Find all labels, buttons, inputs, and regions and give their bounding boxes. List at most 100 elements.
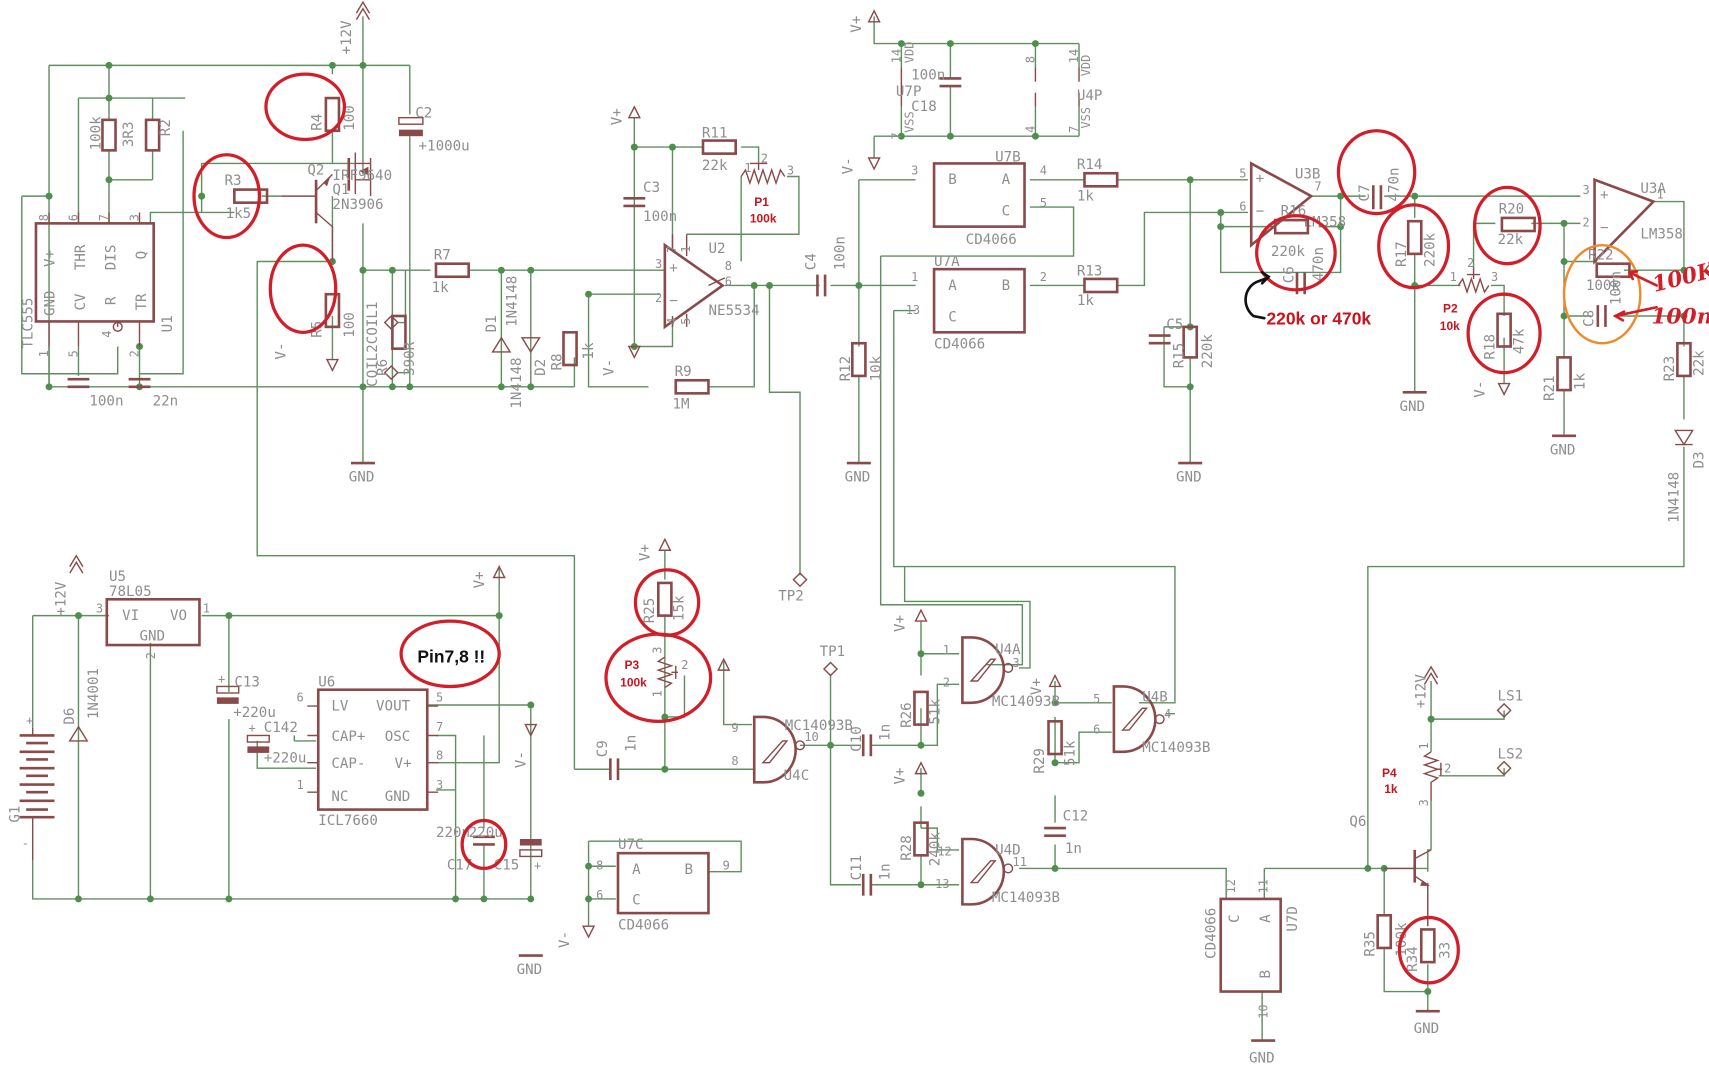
svg-text:1: 1 — [911, 270, 918, 284]
svg-text:VO: VO — [170, 608, 187, 624]
junction-dot — [388, 383, 396, 391]
svg-text:3: 3 — [127, 214, 141, 221]
svg-text:3: 3 — [1491, 270, 1498, 284]
svg-text:R26: R26 — [899, 702, 915, 728]
r18-resistor: R18 47k — [1482, 312, 1528, 360]
svg-text:GND: GND — [517, 962, 543, 978]
junction-dot — [105, 176, 113, 184]
junction-dot — [527, 701, 535, 709]
p12v-label: +12V — [1414, 674, 1430, 709]
svg-text:R21: R21 — [1542, 375, 1558, 401]
svg-text:V-: V- — [557, 931, 573, 948]
vplus-triangle-icon — [914, 608, 928, 622]
svg-text:3: 3 — [1013, 656, 1020, 670]
r34-highlight-ring — [1397, 915, 1460, 985]
r3-highlight-ring — [192, 153, 262, 240]
svg-text:R4: R4 — [310, 114, 326, 131]
tp1-testpoint[interactable]: TP1 — [820, 644, 846, 677]
u7b-switch: B A C 3 4 5 U7B CD4066 — [911, 149, 1047, 248]
junction-dot — [585, 862, 593, 870]
svg-text:1: 1 — [1657, 187, 1664, 201]
svg-text:2: 2 — [1467, 256, 1474, 270]
c2-capacitor: C2 +1000u — [398, 106, 470, 154]
svg-text:12: 12 — [1224, 879, 1238, 893]
junction-dot — [1560, 312, 1568, 320]
svg-text:9: 9 — [723, 859, 730, 873]
junction-dot — [388, 266, 396, 274]
svg-text:R20: R20 — [1499, 202, 1525, 218]
svg-text:7: 7 — [1314, 180, 1321, 194]
q2-mosfet: Q2 IRF9640 — [307, 152, 392, 197]
svg-text:10: 10 — [1257, 1004, 1271, 1018]
svg-text:C11: C11 — [849, 855, 865, 881]
svg-text:VSS: VSS — [1079, 107, 1093, 129]
u2-opamp: + − 3 2 7 1 8 6 4 5 U2 NE5534 — [655, 234, 760, 330]
u7a-switch: A B C 1 2 13 U7A CD4066 — [906, 254, 1047, 353]
svg-text:U4A: U4A — [995, 642, 1021, 658]
power-symbols: +12V +12V +12V V+ V+ V+ V+ V+ V+ V+ V- V… — [53, 0, 1577, 1066]
svg-text:V-: V- — [513, 751, 529, 768]
svg-text:THR: THR — [73, 244, 89, 270]
ls1-terminal[interactable]: LS1 — [1496, 689, 1524, 718]
svg-text:+: + — [534, 859, 541, 873]
svg-text:3: 3 — [1417, 799, 1431, 806]
svg-text:GND: GND — [385, 789, 411, 805]
svg-text:C: C — [948, 309, 957, 325]
junction-dot — [750, 281, 758, 289]
junction-dot — [225, 612, 233, 620]
junction-dot — [406, 383, 414, 391]
arrow-icon — [1244, 276, 1269, 320]
svg-text:R11: R11 — [702, 125, 728, 141]
svg-text:2: 2 — [681, 658, 688, 672]
svg-text:3: 3 — [96, 601, 103, 615]
svg-text:LM358: LM358 — [1640, 227, 1683, 243]
svg-text:V+: V+ — [893, 615, 909, 632]
svg-text:COIL2COIL1: COIL2COIL1 — [365, 302, 381, 387]
svg-text:22k: 22k — [1692, 350, 1708, 376]
svg-text:5: 5 — [1040, 196, 1047, 210]
vminus-triangle-icon — [581, 925, 596, 939]
svg-text:14: 14 — [1067, 49, 1081, 63]
svg-text:6: 6 — [596, 888, 603, 902]
u7p-u4p-power: 14 VDD U7P 7 VSS 100n C18 8 4 14 VDD U4P… — [889, 42, 1102, 140]
svg-text:R22: R22 — [1588, 247, 1614, 263]
svg-text:+: + — [218, 672, 225, 686]
c11-capacitor: C11 1n — [849, 855, 893, 896]
svg-text:1: 1 — [679, 246, 693, 253]
svg-text:4: 4 — [1164, 707, 1171, 721]
ls2-terminal[interactable]: LS2 — [1496, 746, 1524, 776]
svg-text:22n: 22n — [153, 393, 179, 409]
junction-dot — [661, 713, 669, 721]
junction-dot — [1051, 864, 1059, 872]
svg-text:1n: 1n — [1065, 841, 1082, 857]
r5-highlight-ring — [268, 243, 338, 334]
c3-capacitor: C3 100n — [623, 180, 677, 225]
coil-connector: COIL2COIL1 — [365, 270, 410, 387]
junction-dot — [1186, 383, 1194, 391]
svg-text:U4P: U4P — [1077, 88, 1103, 104]
svg-text:V+: V+ — [893, 767, 909, 784]
svg-text:A: A — [1258, 914, 1274, 923]
svg-text:V+: V+ — [1029, 678, 1045, 695]
svg-text:13: 13 — [935, 877, 949, 891]
svg-text:14: 14 — [889, 49, 903, 63]
svg-text:470n: 470n — [1311, 247, 1327, 281]
junction-dot — [827, 741, 835, 749]
r16-note-text: 220k or 470k — [1266, 309, 1371, 329]
junction-dot — [1364, 864, 1372, 872]
svg-text:B: B — [1002, 278, 1011, 294]
junction-dot — [946, 132, 954, 140]
vminus-triangle-icon — [1497, 382, 1511, 397]
p3-potentiometer: 3 2 1 P3 100k — [620, 647, 688, 698]
svg-text:3: 3 — [787, 163, 794, 177]
svg-text:22k: 22k — [702, 158, 728, 174]
vplus-triangle-icon — [627, 105, 641, 119]
svg-text:R: R — [104, 296, 120, 305]
junction-dot — [1051, 699, 1059, 707]
svg-text:TP2: TP2 — [778, 588, 804, 604]
svg-text:1k: 1k — [581, 342, 597, 360]
tp2-testpoint[interactable]: TP2 — [778, 572, 808, 604]
svg-text:CAP+: CAP+ — [331, 729, 365, 745]
wires — [21, 16, 1685, 1041]
svg-text:1M: 1M — [672, 397, 689, 413]
